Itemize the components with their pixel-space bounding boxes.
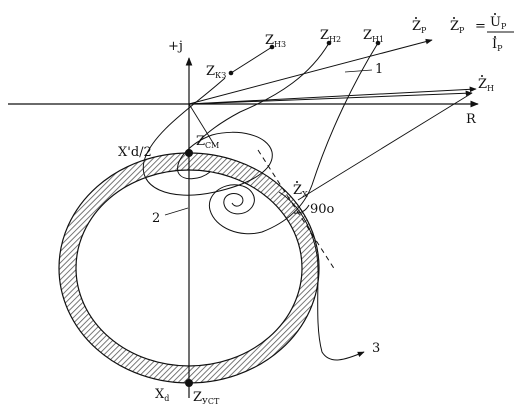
r-axis-label: R (466, 112, 477, 127)
point-zk3 (228, 70, 234, 76)
svg-text:IР: IР (492, 37, 503, 53)
curve-2-leader (164, 207, 189, 216)
swing-curve-3 (278, 191, 365, 361)
label-zcm: ZСМ (196, 134, 219, 150)
label-zh2: ZН2 (320, 28, 341, 44)
impedance-formula: ZР = UР IР (450, 15, 514, 53)
vector-zn (188, 86, 477, 105)
hatched-ring (58, 152, 320, 384)
label-zk3: ZКЗ (206, 64, 226, 80)
vector-zp (188, 38, 433, 105)
vector-to-zx (297, 92, 473, 201)
dot-accents (296, 13, 496, 183)
label-zh3: ZН3 (265, 33, 286, 49)
label-zp: ZР (412, 19, 427, 35)
label-curve-3: 3 (372, 341, 380, 356)
label-xd: Xd (155, 387, 169, 403)
svg-text:ZР: ZР (450, 19, 465, 35)
label-angle-90: 90o (310, 202, 335, 217)
swing-curve-2 (142, 77, 273, 196)
curve-zn2 (199, 42, 330, 141)
label-zn: ZН (478, 77, 494, 93)
curve-1-leader (344, 69, 373, 73)
swing-curve-1 (208, 42, 379, 235)
point-zh1 (375, 40, 381, 46)
vector-zcm (188, 103, 216, 147)
point-zh2 (326, 40, 332, 46)
point-zh3 (269, 44, 275, 50)
tangent-dashed-line (257, 149, 336, 271)
label-curve-2: 2 (152, 211, 160, 226)
point-xd (185, 379, 193, 387)
line-zk3-zh3 (230, 46, 273, 74)
svg-text:=: = (475, 19, 486, 34)
j-axis-label: +j (168, 39, 183, 54)
label-zx: ZX (293, 183, 308, 199)
label-zust: ZУСТ (193, 390, 220, 406)
vector-zx (188, 90, 473, 105)
right-angle-arc (293, 204, 310, 214)
label-curve-1: 1 (375, 62, 383, 77)
label-xd-half: X'd/2 (118, 145, 152, 160)
point-xd-half (185, 149, 193, 157)
label-zh1: ZН1 (363, 28, 384, 44)
svg-text:UР: UР (490, 15, 507, 31)
